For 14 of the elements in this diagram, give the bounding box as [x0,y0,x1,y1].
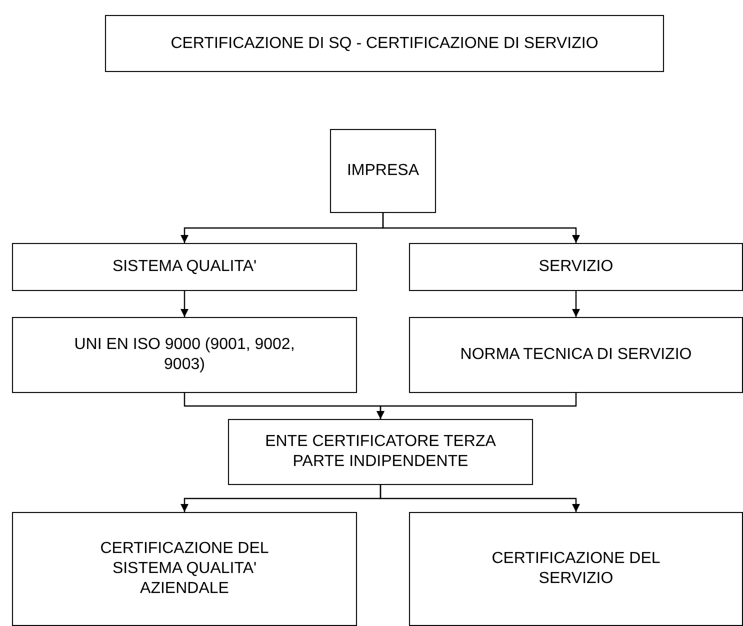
connector-arrow [180,291,188,317]
connector-arrow [572,291,580,317]
process-box: NORMA TECNICA DI SERVIZIO [409,317,743,393]
title-box: CERTIFICAZIONE DI SQ - CERTIFICAZIONE DI SERVIZIO [105,15,664,72]
process-box: UNI EN ISO 9000 (9001, 9002, 9003) [12,317,357,393]
process-box: SISTEMA QUALITA' [12,243,357,291]
process-box: SERVIZIO [409,243,743,291]
process-box: CERTIFICAZIONE DEL SISTEMA QUALITA' AZIENDALE [12,512,357,626]
process-box: CERTIFICAZIONE DEL SERVIZIO [409,512,743,626]
process-box: ENTE CERTIFICATORE TERZA PARTE INDIPENDENTE [228,419,533,485]
connector-arrow [380,485,580,512]
connector-arrow [376,393,577,419]
connector-arrow [382,213,580,243]
process-box: IMPRESA [330,129,436,213]
